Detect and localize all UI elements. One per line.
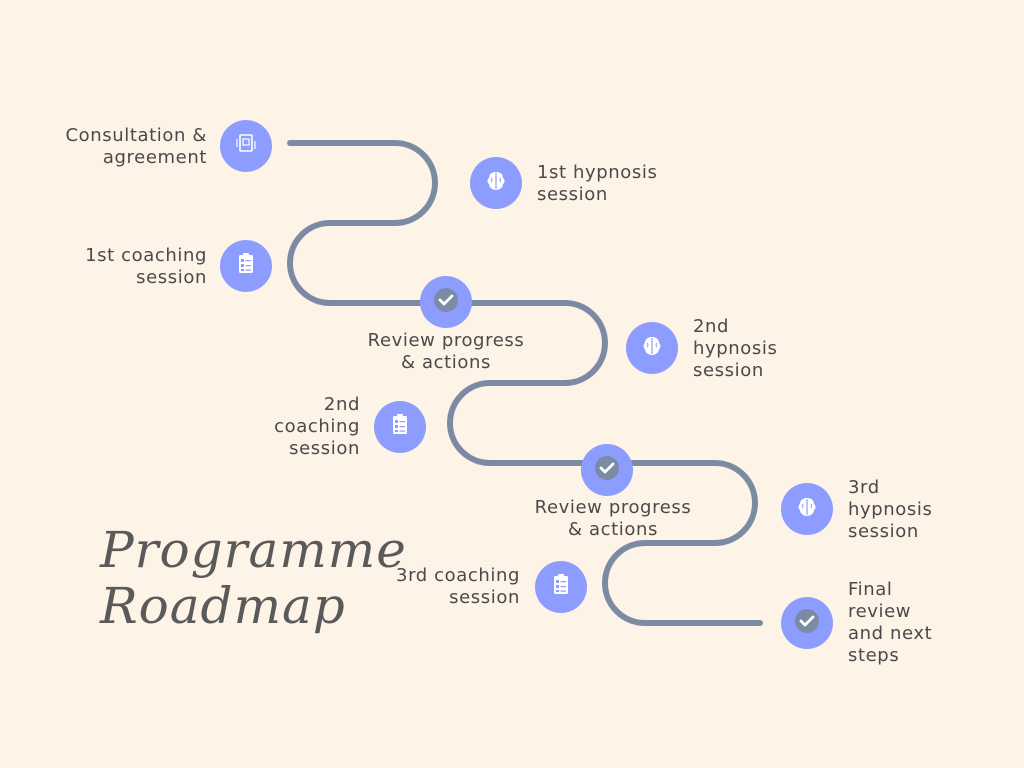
brain-icon	[637, 331, 667, 365]
brain-icon	[792, 492, 822, 526]
step-hypnosis-1-label: 1st hypnosis session	[537, 162, 658, 205]
step-coaching-2-circle	[374, 401, 426, 453]
check-icon	[431, 285, 461, 319]
step-hypnosis-1-circle	[470, 157, 522, 209]
step-coaching-3-circle	[535, 561, 587, 613]
clipboard-icon	[385, 410, 415, 444]
step-coaching-1-label: 1st coaching session	[85, 245, 207, 288]
step-consultation-circle	[220, 120, 272, 172]
step-review-2-label: Review progress & actions	[534, 497, 692, 540]
step-review-1-label: Review progress & actions	[367, 330, 525, 373]
page-title: Programme Roadmap	[100, 521, 407, 635]
step-consultation-label: Consultation & agreement	[65, 125, 207, 168]
step-coaching-2-label: 2nd coaching session	[274, 394, 360, 459]
step-final-review-circle	[781, 597, 833, 649]
step-hypnosis-3-circle	[781, 483, 833, 535]
step-hypnosis-2-label: 2nd hypnosis session	[693, 316, 778, 381]
step-hypnosis-2-circle	[626, 322, 678, 374]
step-coaching-3-label: 3rd coaching session	[396, 565, 520, 608]
clipboard-icon	[546, 570, 576, 604]
document-icon	[231, 129, 261, 163]
step-review-2-circle	[581, 444, 633, 496]
clipboard-icon	[231, 249, 261, 283]
check-icon	[592, 453, 622, 487]
brain-icon	[481, 166, 511, 200]
step-hypnosis-3-label: 3rd hypnosis session	[848, 477, 933, 542]
check-icon	[792, 606, 822, 640]
step-coaching-1-circle	[220, 240, 272, 292]
step-final-review-label: Final review and next steps	[848, 579, 933, 666]
step-review-1-circle	[420, 276, 472, 328]
